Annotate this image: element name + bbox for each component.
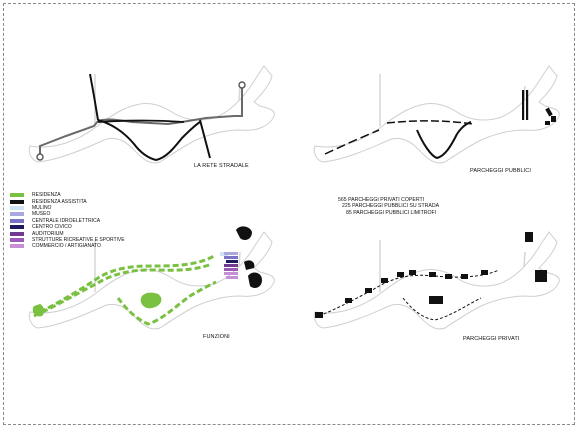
legend-item: MULINO (10, 205, 125, 211)
legend-label: CENTRO CIVICO (32, 224, 72, 231)
legend-item: AUDITORIUM (10, 230, 125, 237)
legend-label: MULINO (32, 204, 52, 211)
road-network-map (28, 65, 275, 164)
public-parking-caption: PARCHEGGI PUBBLICI (470, 168, 531, 174)
legend-item: RESIDENZA (10, 192, 125, 198)
legend-label: COMMERCIO / ARTIGIANATO (32, 243, 101, 250)
legend-item: CENTRALE IDROELETTRICA (10, 218, 125, 224)
legend-label: AUDITORIUM (32, 230, 64, 237)
private-parking-map (313, 231, 560, 330)
legend-item: COMMERCIO / ARTIGIANATO (10, 243, 125, 249)
parking-note-street-public: 225 PARCHEGGI PUBBLICI SU STRADA (342, 203, 440, 210)
parking-note-nearby-public: 85 PARCHEGGI PUBBLICI LIMITROFI (346, 209, 437, 216)
parking-notes: 565 PARCHEGGI PRIVATI COPERTI 225 PARCHE… (338, 197, 439, 216)
road-network-caption: LA RETE STRADALE (194, 163, 249, 169)
legend-swatch (10, 244, 24, 249)
legend-swatch (10, 231, 24, 236)
legend-swatch (10, 205, 24, 210)
functions-legend: RESIDENZA RESIDENZA ASSISTITA MULINO MUS… (10, 192, 125, 250)
legend-item: MUSEO (10, 211, 125, 217)
legend-swatch (10, 212, 24, 217)
legend-item: RESIDENZA ASSISTITA (10, 198, 125, 205)
page-frame (3, 3, 575, 425)
parking-note-covered-private: 565 PARCHEGGI PRIVATI COPERTI (338, 197, 425, 203)
legend-label: MUSEO (32, 211, 51, 218)
legend-label: CENTRALE IDROELETTRICA (32, 217, 101, 224)
legend-item: CENTRO CIVICO (10, 224, 125, 230)
legend-item: STRUTTURE RICREATIVE E SPORTIVE (10, 237, 125, 243)
private-parking-caption: PARCHEGGI PRIVATI (463, 336, 520, 342)
legend-swatch (10, 199, 24, 204)
legend-label: RESIDENZA (32, 192, 61, 199)
legend-swatch (10, 225, 24, 230)
legend-label: RESIDENZA ASSISTITA (32, 198, 87, 205)
public-parking-map (313, 65, 560, 164)
legend-swatch (10, 237, 24, 242)
legend-swatch (10, 218, 24, 223)
functions-map (28, 226, 275, 330)
legend-swatch (10, 193, 24, 198)
legend-label: STRUTTURE RICREATIVE E SPORTIVE (32, 236, 125, 243)
functions-caption: FUNZIONI (203, 334, 230, 340)
